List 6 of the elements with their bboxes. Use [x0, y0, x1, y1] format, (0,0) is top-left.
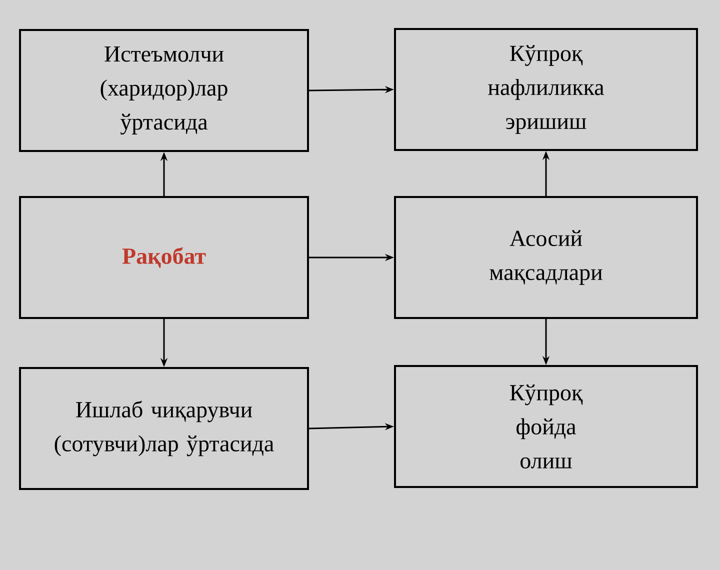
text-box: Ишлаб чиқарувчи (сотувчи)лар ўртасида	[19, 367, 309, 490]
text-box: Асосий мақсадлари	[394, 196, 698, 319]
text-box: Кўпроқ нафлиликка эришиш	[394, 28, 698, 151]
text-box: Рақобат	[19, 196, 309, 319]
text-box: Истеъмолчи (харидор)лар ўртасида	[19, 29, 309, 152]
text-box: Кўпроқ фойда олиш	[394, 365, 698, 488]
